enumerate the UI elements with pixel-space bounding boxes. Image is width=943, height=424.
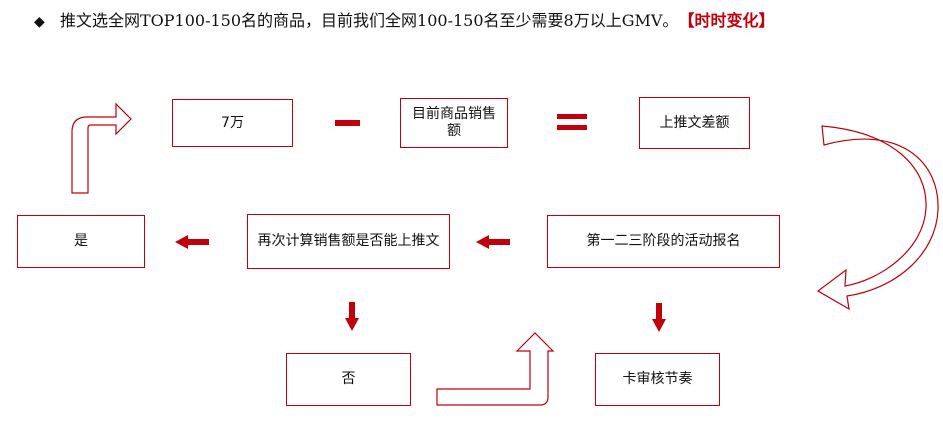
arrow-left-icon — [175, 235, 209, 249]
minus-icon — [335, 120, 360, 126]
equals-icon-top — [557, 114, 587, 119]
node-no-label: 否 — [341, 371, 356, 387]
node-activity-label: 第一二三阶段的活动报名 — [586, 233, 741, 249]
curved-arrow-icon — [816, 125, 939, 311]
arrow-down-icon — [345, 302, 359, 331]
node-gap-label: 上推文差额 — [659, 114, 730, 131]
arrow-up-right-icon — [71, 102, 132, 194]
node-target: 7万 — [172, 99, 293, 147]
arrow-left-icon — [476, 235, 510, 249]
node-review-label: 卡审核节奏 — [622, 371, 693, 387]
node-target-label: 7万 — [221, 114, 244, 131]
arrow-right-up-icon — [436, 332, 555, 406]
node-no: 否 — [286, 353, 411, 406]
node-activity: 第一二三阶段的活动报名 — [547, 215, 780, 268]
heading: ◆ 推文选全网TOP100-150名的商品，目前我们全网100-150名至少需要8… — [34, 9, 774, 33]
arrow-down-icon — [652, 303, 666, 332]
equals-icon-bottom — [557, 125, 587, 130]
node-yes: 是 — [17, 215, 145, 268]
node-current-sales: 目前商品销售额 — [400, 98, 508, 148]
node-yes-label: 是 — [74, 233, 88, 249]
heading-highlight: 【时时变化】 — [686, 11, 775, 30]
node-review: 卡审核节奏 — [595, 353, 720, 406]
node-current-sales-label: 目前商品销售额 — [412, 106, 496, 139]
heading-text: 推文选全网TOP100-150名的商品，目前我们全网100-150名至少需要8万… — [60, 11, 679, 30]
diamond-bullet-icon: ◆ — [34, 14, 45, 30]
node-gap: 上推文差额 — [639, 97, 750, 149]
node-recalculate-label: 再次计算销售额是否能上推文 — [257, 233, 440, 249]
node-recalculate: 再次计算销售额是否能上推文 — [247, 214, 450, 269]
